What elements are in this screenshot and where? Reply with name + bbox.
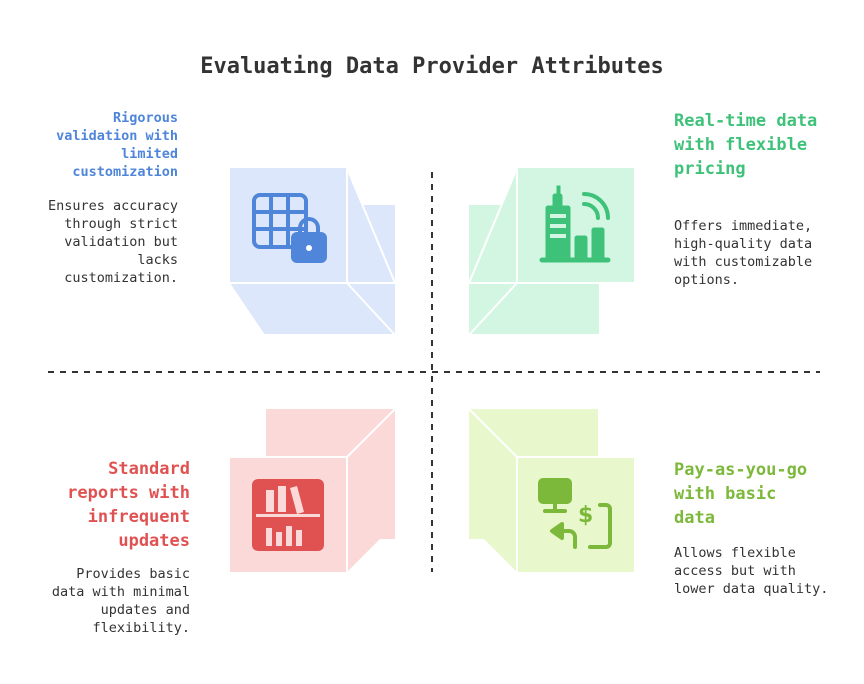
table-lock-icon	[252, 193, 327, 263]
q4-heading: Pay-as-you-go with basic data	[674, 460, 808, 528]
city-signal-icon	[539, 185, 611, 263]
q2-box	[468, 167, 634, 336]
q3-heading: Standard reports with infrequent updates	[67, 459, 190, 551]
page-title: Evaluating Data Provider Attributes	[200, 54, 664, 79]
q2-heading: Real-time data with flexible pricing	[674, 111, 818, 179]
q4-description: Allows flexible access but with lower da…	[674, 545, 829, 597]
q1-box	[230, 167, 396, 336]
computer-payment-icon: $	[538, 478, 612, 549]
q2-description: Offers immediate, high-quality data with…	[674, 218, 813, 288]
bookshelf-chart-icon	[252, 479, 324, 551]
svg-text:$: $	[578, 503, 593, 528]
q3-description: Provides basic data with minimal updates…	[51, 566, 190, 636]
q1-description: Ensures accuracy through strict validati…	[47, 198, 178, 286]
q1-heading: Rigorous validation with limited customi…	[56, 110, 178, 180]
q4-box	[468, 408, 634, 572]
